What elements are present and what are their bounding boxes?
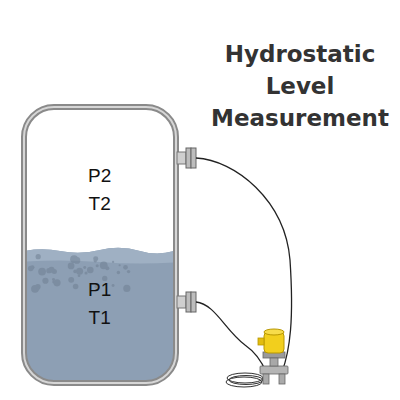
state-variable: P1 (88, 276, 111, 304)
liquid-speckle (94, 259, 97, 262)
pressure-transmitter (258, 329, 288, 384)
liquid-speckle (48, 267, 54, 273)
state-variable: T1 (88, 304, 111, 332)
liquid-speckle (83, 266, 86, 269)
liquid-speckle (36, 287, 39, 290)
tank-wall-highlight (24, 107, 176, 383)
liquid-speckle (28, 266, 34, 272)
tank-wall (24, 107, 176, 383)
liquid-speckle (96, 264, 99, 267)
liquid-space: P1T1 (80, 272, 119, 336)
liquid-speckle (31, 285, 39, 293)
diagram-title: Hydrostatic Level Measurement (205, 38, 395, 134)
liquid-speckle (87, 267, 94, 274)
upper-flange (177, 148, 196, 168)
liquid-speckle (68, 277, 74, 283)
state-variable: P2 (88, 162, 111, 190)
liquid-speckle (112, 284, 115, 287)
liquid-speckle (119, 264, 121, 266)
liquid-speckle (38, 268, 46, 276)
capillary-line (196, 302, 266, 372)
liquid (26, 248, 174, 381)
liquid-speckle (123, 285, 130, 292)
state-variable: T2 (88, 190, 111, 218)
liquid-speckle (74, 257, 81, 264)
capillary-coil (226, 373, 263, 387)
liquid-speckle (112, 261, 114, 263)
liquid-speckle (36, 254, 41, 259)
lower-flange (177, 292, 196, 312)
vapor-space: P2T2 (80, 158, 119, 222)
liquid-speckle (85, 272, 88, 275)
liquid-speckle (53, 279, 60, 286)
liquid-speckle (76, 268, 83, 275)
liquid-speckle (42, 278, 48, 284)
liquid-speckle (73, 284, 79, 290)
liquid-speckle (117, 271, 120, 274)
liquid-speckle (73, 270, 77, 274)
liquid-speckle (127, 270, 130, 273)
liquid-speckle (100, 261, 108, 269)
capillary-line (196, 158, 292, 372)
liquid-speckle (68, 263, 75, 270)
liquid-speckle (123, 265, 128, 270)
